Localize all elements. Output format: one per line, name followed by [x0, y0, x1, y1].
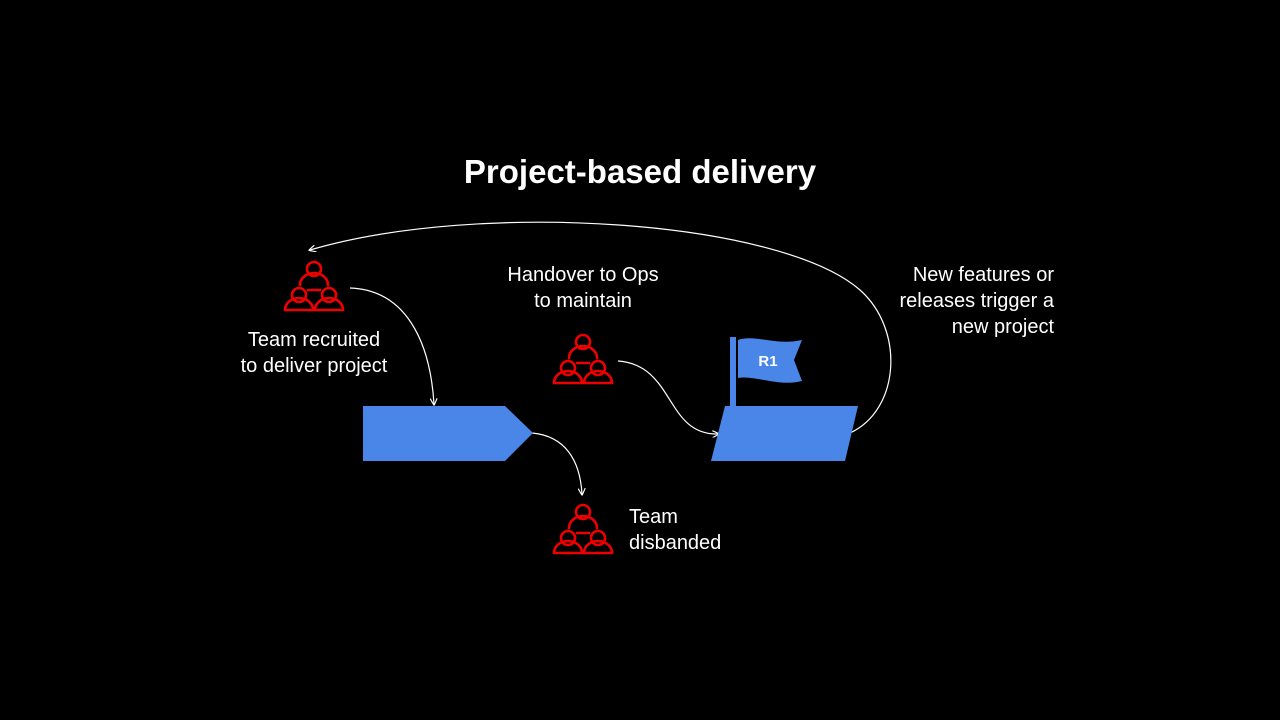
project-arrow-shape — [363, 406, 533, 461]
flag-pole — [730, 337, 736, 407]
flag-icon: R1 — [730, 337, 802, 407]
connector-project-to-disband — [531, 432, 582, 494]
new-features-label: New features or releases trigger a new p… — [899, 264, 1054, 338]
team-recruited-label: Team recruited to deliver project — [240, 329, 388, 377]
team-disbanded-label: Team disbanded — [629, 506, 722, 554]
flag-cloth — [738, 338, 802, 383]
release-parallelogram-shape — [711, 406, 858, 461]
ops-team-icon — [552, 333, 614, 385]
connector-loop-back — [310, 221, 892, 434]
team-recruited-icon — [283, 260, 345, 312]
handover-label: Handover to Ops to maintain — [507, 264, 659, 312]
team-disbanded-icon — [552, 503, 614, 555]
flag-label: R1 — [758, 353, 777, 370]
connector-ops-to-release — [617, 360, 718, 434]
page-title: Project-based delivery — [463, 153, 817, 190]
connector-recruit-to-project — [349, 287, 434, 404]
